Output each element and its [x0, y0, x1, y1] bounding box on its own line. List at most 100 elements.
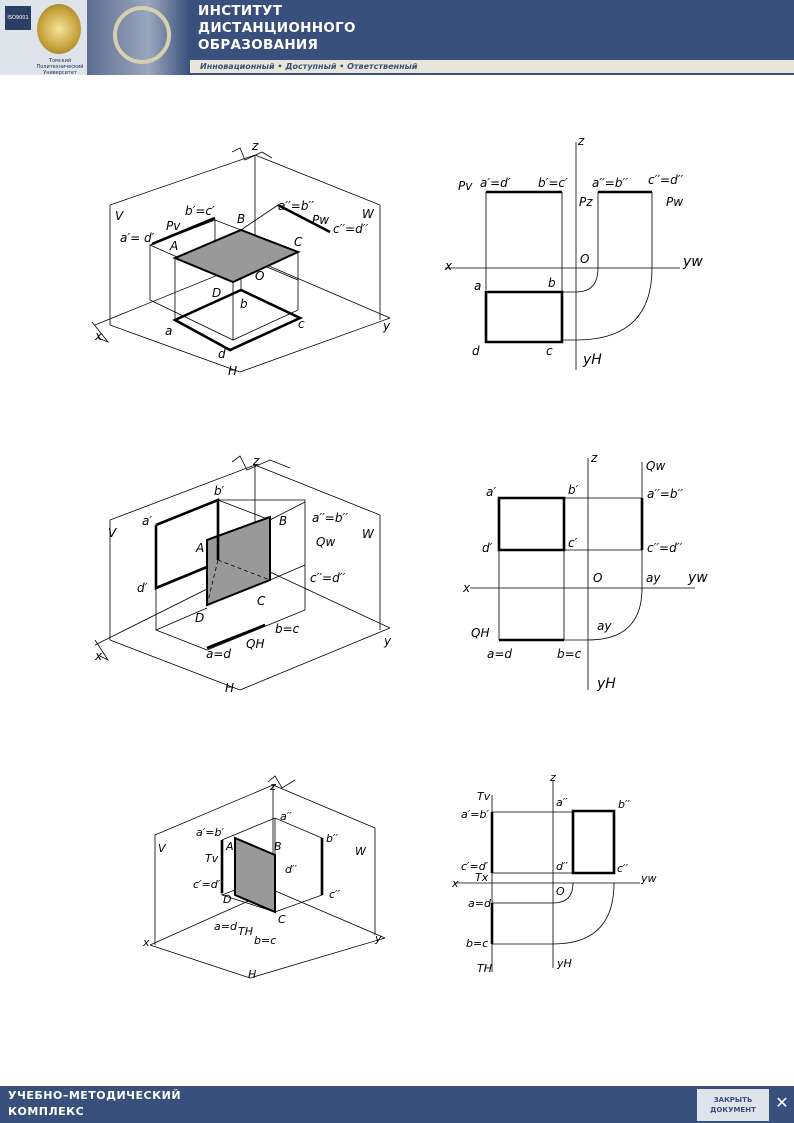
fig2-ortho-ad: a=d — [487, 647, 512, 661]
fig3-iso-cd1: c′=d′ — [193, 878, 221, 891]
fig3-iso-D: D — [223, 893, 231, 906]
fig2-iso-ab2: a′′=b′′ — [312, 511, 348, 525]
fig1-iso-y: y — [382, 319, 391, 333]
fig2-iso-B: B — [279, 514, 287, 528]
fig3-iso-y: y — [374, 932, 382, 945]
fig2-iso-V: V — [108, 526, 117, 540]
fig1-iso-C: C — [294, 235, 303, 249]
fig2-ortho-d1: d′ — [482, 541, 493, 555]
fig1-ortho-Pz: Pz — [579, 195, 593, 209]
fig1-isometric — [91, 147, 391, 373]
fig1-iso-b: b — [240, 297, 248, 311]
fig1-ortho-ab2: a′′=b′′ — [592, 176, 628, 190]
fig1-ortho-Pw: Pw — [666, 195, 683, 209]
university-seal-icon — [37, 4, 81, 54]
fig2-iso-Qw: Qw — [316, 535, 335, 549]
fig3-ortho-O: O — [556, 885, 565, 898]
fig3-ortho-b2: b′′ — [618, 798, 630, 811]
fig2-ortho-b1: b′ — [568, 483, 579, 497]
fig1-ortho-yw: yw — [682, 254, 703, 270]
close-icon[interactable]: ✕ — [775, 1093, 789, 1112]
fig2-iso-b1: b′ — [214, 484, 225, 498]
fig3-iso-C: C — [278, 913, 286, 926]
fig2-ortho-QH: QH — [471, 626, 489, 640]
fig1-ortho-yH: yH — [582, 352, 602, 368]
slogan: Инновационный • Доступный • Ответственны… — [190, 60, 794, 73]
fig2-iso-D: D — [195, 611, 204, 625]
fig1-iso-x: x — [94, 329, 103, 343]
fig3-ortho-bc: b=c — [466, 937, 488, 950]
fig2-iso-d1: d′ — [137, 581, 148, 595]
fig2-iso-z: z — [252, 454, 260, 468]
fig2-ortho-a1: a′ — [486, 485, 496, 499]
fig3-iso-x: x — [142, 936, 150, 949]
fig3-ortho-labels: z Tv a′′ b′′ a′=b′ c′=d′ d′′ c′′ Tx yw x… — [451, 771, 657, 975]
fig2-ortho-O: O — [593, 571, 602, 585]
fig3-ortho-ad: a=d — [468, 897, 492, 910]
fig1-ortho-z: z — [577, 134, 585, 148]
fig1-ortho-d: d — [472, 344, 480, 358]
fig2-ortho-ab2: a′′=b′′ — [647, 487, 683, 501]
fig1-ortho-labels: z Pv a′=d′ b′=c′ a′′=b′′ c′′=d′′ Pz Pw O… — [444, 134, 703, 368]
fig3-orthographic — [455, 780, 640, 972]
fig2-ortho-z: z — [590, 451, 598, 465]
fig2-ortho-ay: ay — [646, 571, 661, 585]
footer-label: УЧЕБНО–МЕТОДИЧЕСКИЙ КОМПЛЕКС — [8, 1089, 182, 1118]
fig3-iso-bc: b=c — [254, 934, 276, 947]
fig2-orthographic — [470, 458, 695, 690]
fig2-ortho-bc: b=c — [557, 647, 582, 661]
fig2-ortho-Qw: Qw — [646, 459, 665, 473]
fig3-iso-A: A — [225, 840, 234, 853]
fig3-iso-W: W — [355, 845, 367, 858]
fig3-iso-H: H — [248, 968, 256, 981]
fig1-iso-c: c — [298, 317, 305, 331]
footer-bar: УЧЕБНО–МЕТОДИЧЕСКИЙ КОМПЛЕКС — [0, 1086, 794, 1123]
fig3-iso-Tv: Tv — [205, 852, 219, 865]
university-name: Томский Политехнический Университет — [36, 58, 84, 76]
fig2-ortho-yH: yH — [596, 676, 616, 692]
fig3-ortho-Tv: Tv — [477, 790, 491, 803]
fig1-iso-Pv: Pv — [166, 219, 181, 233]
fig1-iso-d: d — [218, 347, 226, 361]
fig1-ortho-cd2: c′′=d′′ — [648, 173, 683, 187]
fig1-orthographic — [445, 142, 680, 370]
fig3-isometric — [149, 775, 386, 979]
fig1-iso-V: V — [115, 209, 124, 223]
iso-badge: ISO9001 — [5, 6, 31, 30]
fig3-ortho-a2: a′′ — [556, 796, 568, 809]
institute-title: ИНСТИТУТ ДИСТАНЦИОННОГО ОБРАЗОВАНИЯ — [198, 3, 356, 53]
fig3-iso-d2: d′′ — [285, 863, 297, 876]
fig2-ortho-cd2: c′′=d′′ — [647, 541, 682, 555]
fig2-iso-C: C — [257, 594, 266, 608]
fig2-iso-labels: z b′ a′ V B a′′=b′′ W Qw A c′′=d′′ d′ C … — [94, 454, 392, 695]
fig1-iso-labels: z V W Pv b′=c′ a′′=b′′ Pw c′′=d′′ a′= d′… — [94, 139, 391, 378]
fig2-ortho-labels: z Qw a′ b′ a′′=b′′ d′ c′ c′′=d′′ O ay yw… — [462, 451, 708, 692]
fig3-ortho-x: x — [451, 877, 459, 890]
fig1-iso-W: W — [362, 207, 375, 221]
fig1-iso-a: a — [165, 324, 172, 338]
fig2-iso-y: y — [383, 634, 392, 648]
fig3-ortho-TH: TH — [477, 962, 492, 975]
close-document-button[interactable]: ЗАКРЫТЬ ДОКУМЕНТ — [697, 1089, 769, 1121]
fig1-ortho-Pv: Pv — [458, 179, 473, 193]
fig3-ortho-z: z — [549, 771, 556, 784]
fig2-ortho-yw: yw — [687, 570, 708, 586]
fig2-ortho-x: x — [462, 581, 471, 595]
fig3-iso-TH: TH — [238, 925, 253, 938]
fig1-iso-ab2: a′′=b′′ — [278, 199, 314, 213]
fig1-iso-D: D — [212, 286, 221, 300]
fig2-iso-A: A — [195, 541, 204, 555]
fig1-iso-H: H — [228, 364, 237, 378]
fig3-iso-c2: c′′ — [329, 888, 341, 901]
fig2-ortho-ay2: ay — [597, 619, 612, 633]
fig2-isometric — [94, 455, 391, 691]
globe-icon — [113, 6, 171, 64]
fig2-ortho-c1: c′ — [568, 536, 578, 550]
fig1-iso-A: A — [169, 239, 178, 253]
fig2-iso-x: x — [94, 649, 103, 663]
logo-panel: ISO9001 Томский Политехнический Универси… — [0, 0, 87, 76]
fig2-iso-cd2: c′′=d′′ — [310, 571, 345, 585]
fig1-ortho-c: c — [546, 344, 553, 358]
fig1-iso-z: z — [251, 139, 259, 153]
fig1-ortho-b: b — [548, 276, 556, 290]
